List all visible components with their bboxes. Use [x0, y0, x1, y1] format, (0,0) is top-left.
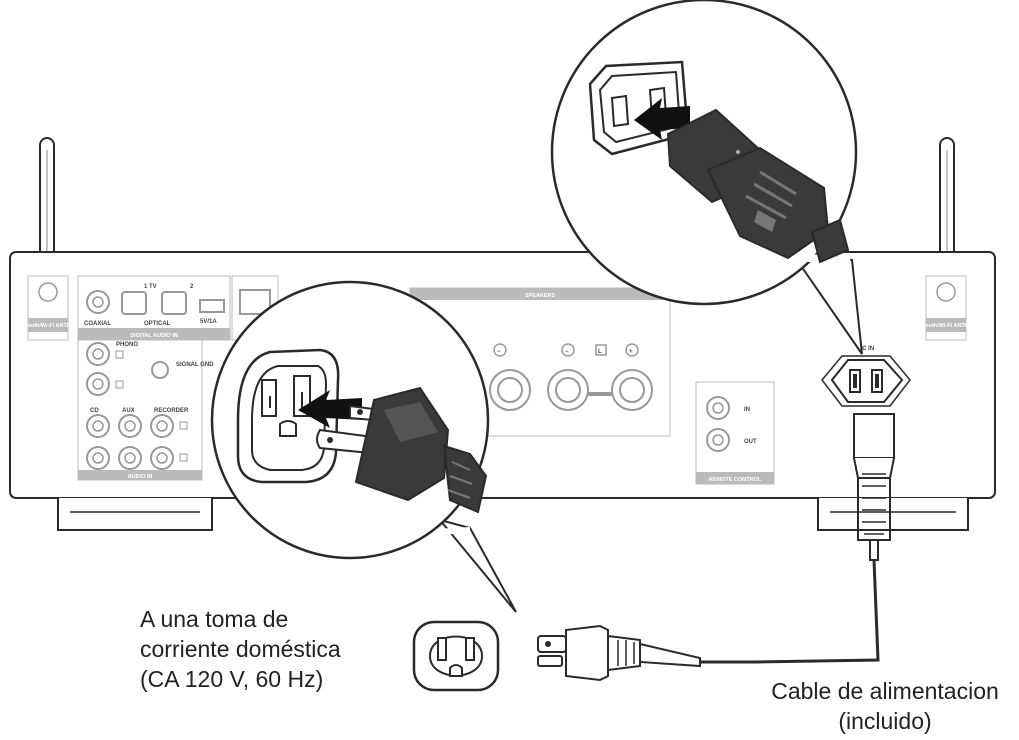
tv-label: 1 TV	[144, 284, 157, 290]
cd-label: CD	[90, 408, 99, 414]
speaker-terminal-l-plus[interactable]	[611, 369, 653, 411]
remote-out-label: OUT	[744, 439, 757, 445]
phono-label: PHONO	[116, 342, 138, 348]
speaker-terminal-left-minus[interactable]	[489, 369, 531, 411]
bt-antenna-left-label: Bluetooth/Wi-Fi ANTENNA	[14, 323, 83, 329]
outlet-caption-line2: corriente doméstica	[140, 636, 341, 662]
ac-in-socket[interactable]	[821, 355, 911, 407]
outlet-caption-line3: (CA 120 V, 60 Hz)	[140, 666, 324, 692]
remote-control-label: REMOTE CONTROL	[709, 477, 762, 483]
cable-caption: Cable de alimentacion (incluido)	[755, 676, 1015, 736]
digital-audio-in-label: DIGITAL AUDIO IN	[130, 333, 178, 339]
signal-gnd-terminal[interactable]	[151, 361, 169, 379]
ac-in-label: AC IN	[858, 346, 874, 352]
spk-minus-left: −	[497, 349, 501, 355]
spk-plus: +	[629, 349, 633, 355]
optical-2-jack[interactable]	[161, 291, 187, 315]
iec-zoom-callout	[550, 0, 863, 355]
bt-antenna-right-label: Bluetooth/Wi-Fi ANTENNA	[912, 323, 981, 329]
spk-minus-right: −	[565, 349, 569, 355]
usb-port[interactable]	[199, 299, 225, 313]
optical-label: OPTICAL	[144, 321, 171, 327]
optical2-label: 2	[190, 284, 194, 290]
cable-caption-line1: Cable de alimentacion	[771, 678, 999, 704]
aux-label: AUX	[122, 408, 135, 414]
remote-in-label: IN	[744, 407, 750, 413]
coaxial-label: COAXIAL	[84, 321, 111, 327]
audio-in-label: AUDIO IN	[128, 474, 153, 480]
spk-l-mark: L	[598, 349, 602, 355]
outlet-zoom-callout	[210, 280, 517, 613]
optical-1-jack[interactable]	[121, 291, 147, 315]
iec-connector[interactable]	[853, 413, 895, 561]
speaker-terminal-l-minus[interactable]	[547, 369, 589, 411]
power-cord	[700, 559, 880, 664]
wall-outlet[interactable]	[412, 620, 500, 692]
outlet-caption: A una toma de corriente doméstica (CA 12…	[140, 604, 341, 694]
recorder-label: RECORDER	[154, 408, 189, 414]
cable-caption-line2: (incluido)	[838, 708, 932, 734]
signal-gnd-label: SIGNAL GND	[176, 362, 214, 368]
speakers-label: SPEAKERS	[525, 293, 556, 299]
us-plug[interactable]	[537, 624, 701, 682]
usb-rating-label: 5V/1A	[200, 319, 217, 325]
outlet-caption-line1: A una toma de	[140, 606, 289, 632]
